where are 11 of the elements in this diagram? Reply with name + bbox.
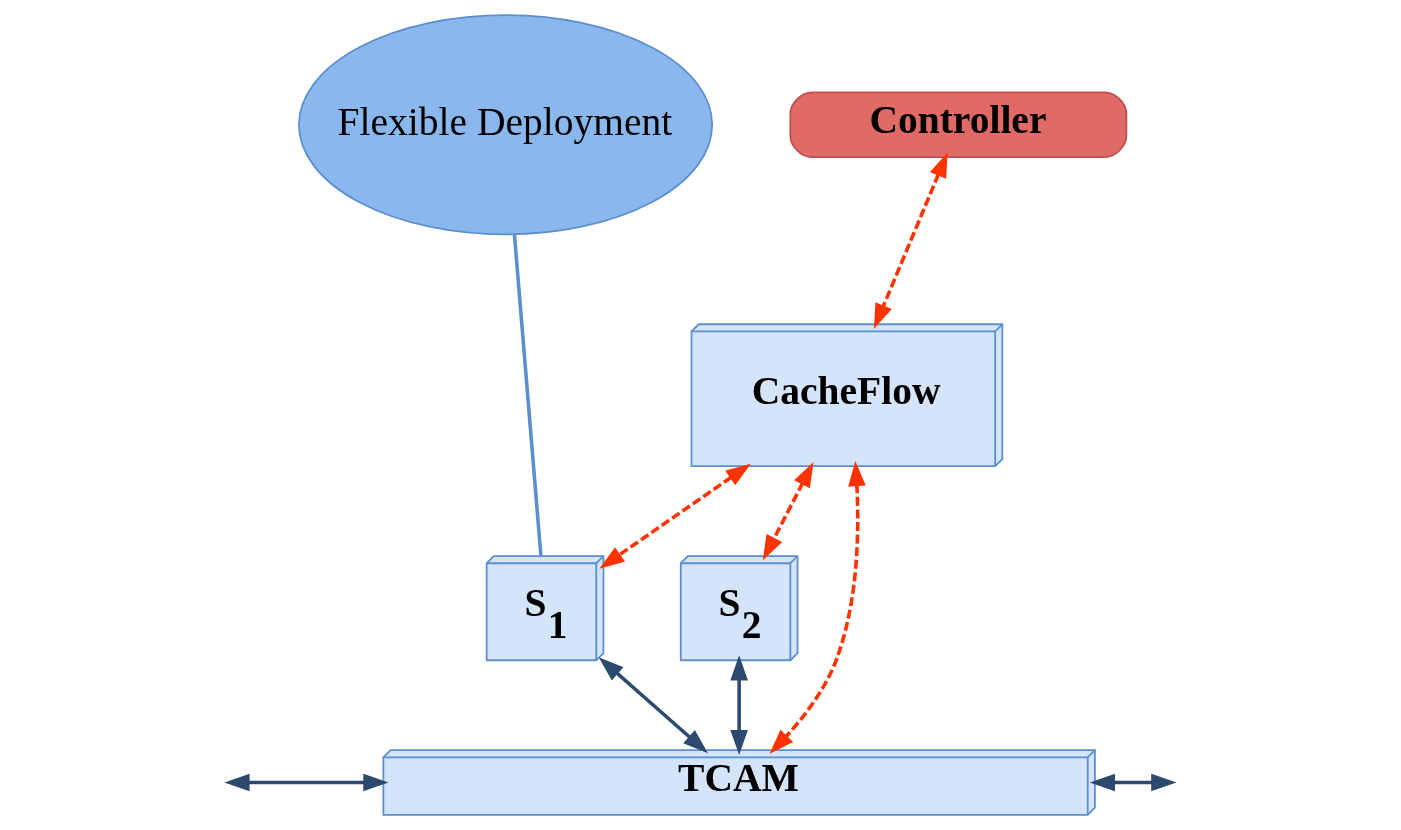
arrow: [224, 773, 389, 792]
arrow: [1089, 773, 1177, 792]
arrow: [769, 461, 866, 754]
node-ellipse: Flexible Deployment: [298, 14, 714, 236]
arrow: [730, 655, 748, 756]
arrow: [599, 463, 751, 569]
arrow: [873, 152, 948, 329]
connector: [512, 234, 543, 556]
node-box: Controller: [789, 91, 1128, 159]
arrow: [598, 657, 708, 754]
arrow: [762, 461, 814, 561]
